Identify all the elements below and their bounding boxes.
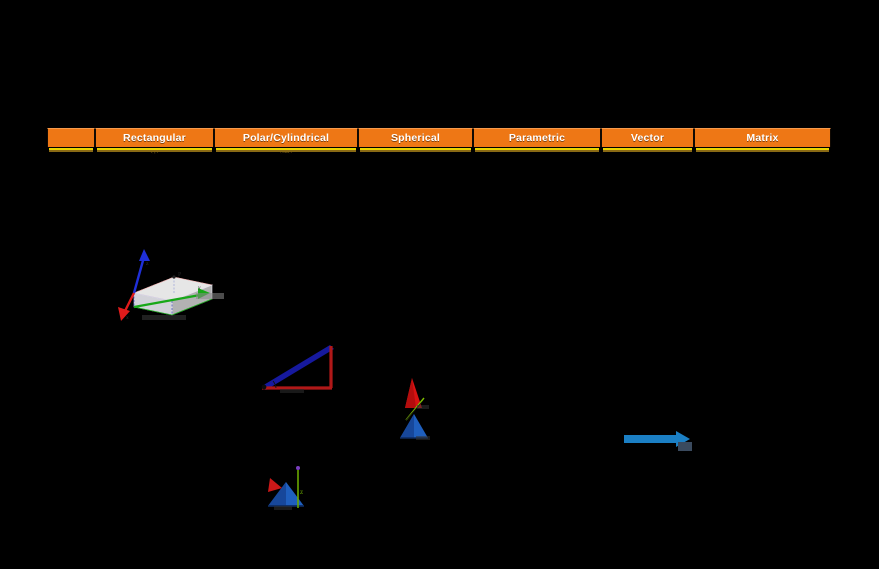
axis-cap [296, 466, 300, 470]
category-tab-bar[interactable]: Rectangular Polar/Cylindrical Spherical … [47, 128, 831, 147]
hypotenuse-band [262, 345, 334, 390]
z-axis-arrowhead [139, 249, 150, 261]
tab-polar-cylindrical[interactable]: Polar/Cylindrical [214, 128, 358, 147]
arrow-shadow [678, 442, 692, 451]
tab-sublabel [694, 151, 831, 154]
y-axis [133, 293, 201, 309]
tab-underline-0 [47, 147, 95, 154]
tab-underline-matrix [694, 147, 831, 154]
lower-cone-shade [400, 414, 414, 438]
tab-tick [473, 147, 475, 154]
tab-0[interactable] [47, 128, 95, 147]
tab-rectangular[interactable]: Rectangular [95, 128, 214, 147]
tab-tick [694, 147, 696, 154]
base-edge [171, 298, 213, 316]
origin-marker [261, 384, 267, 390]
tab-spherical[interactable]: Spherical [358, 128, 473, 147]
z-axis-label: z [146, 261, 149, 267]
figure-rectangular-coordinates: P z y x [112, 243, 224, 325]
tab-tick [47, 147, 49, 154]
angle-arc [272, 380, 277, 389]
tab-tick [95, 147, 97, 154]
caption-strip [196, 293, 224, 299]
caption-strip [280, 389, 304, 393]
tab-underline-rectangular: x, y, z [95, 147, 214, 154]
z-axis-label: z [300, 488, 303, 496]
caption-strip [417, 405, 429, 409]
tab-label: Vector [630, 132, 665, 144]
spherical-svg [400, 378, 430, 440]
caption-strip [142, 315, 186, 320]
grid-line [133, 276, 175, 294]
rectangular-coordinate-svg: P z y x [118, 249, 224, 321]
tab-label: Rectangular [123, 132, 186, 144]
tab-label: Parametric [508, 132, 566, 144]
figure-polar-coordinates: z [260, 464, 314, 514]
tab-tick [358, 147, 360, 154]
arrow-shaft [624, 435, 680, 443]
tab-sublabel [601, 151, 694, 154]
base-edge [133, 306, 173, 316]
tab-sublabel: r, theta, z [279, 151, 293, 154]
tab-sublabel [473, 151, 601, 154]
tab-tick [601, 147, 603, 154]
vector-svg [624, 431, 692, 451]
tab-sublabel [47, 151, 95, 154]
x-axis [123, 292, 136, 312]
tab-label: Matrix [746, 132, 779, 144]
tab-underline-parametric [473, 147, 601, 154]
tab-underline-polar: r, theta, z [214, 147, 358, 154]
tab-vector[interactable]: Vector [601, 128, 694, 147]
figure-spherical-coordinates [392, 374, 436, 446]
z-axis [132, 256, 146, 294]
x-axis-arrowhead [118, 307, 130, 321]
red-wedge [268, 478, 282, 492]
tab-underline-bar: x, y, z r, theta, z [47, 147, 831, 154]
caption-strip [416, 436, 430, 440]
tab-matrix[interactable]: Matrix [694, 128, 831, 147]
x-axis-label: x [126, 315, 129, 321]
y-axis-label: y [198, 285, 201, 291]
point-label: P [178, 272, 182, 278]
figure-triangle-decomposition [256, 336, 338, 398]
tab-sublabel: x, y, z [150, 151, 159, 154]
tab-tick [214, 147, 216, 154]
triangle-svg [261, 345, 334, 393]
polar-svg: z [268, 466, 304, 510]
upper-cone-shade [405, 378, 416, 408]
tab-underline-spherical [358, 147, 473, 154]
tab-parametric[interactable]: Parametric [473, 128, 601, 147]
tab-sublabel [358, 151, 473, 154]
grid-line [173, 276, 213, 286]
tab-label: Polar/Cylindrical [242, 132, 330, 144]
point-marker [172, 275, 176, 279]
caption-strip [274, 506, 292, 510]
figure-vector-arrow [622, 428, 696, 456]
tab-underline-vector [601, 147, 694, 154]
tab-label: Spherical [390, 132, 441, 144]
